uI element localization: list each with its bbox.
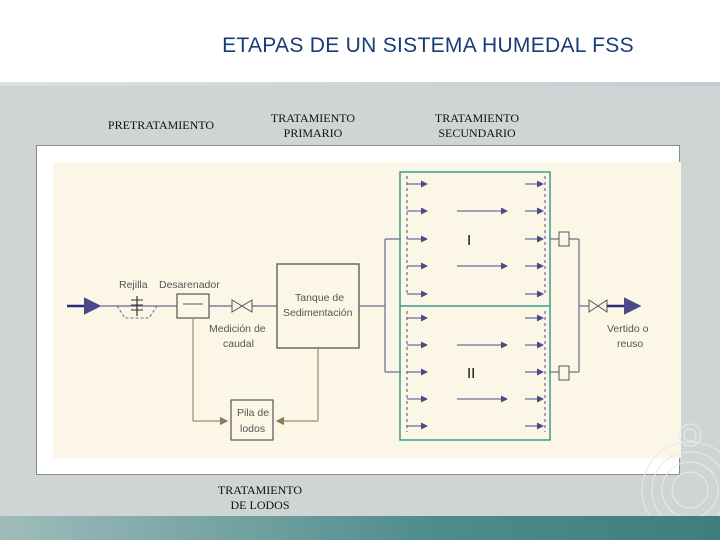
- cell-2-inflow-arrows: [406, 311, 428, 432]
- desarenador-box: [176, 293, 210, 319]
- outlet-control-2: [558, 365, 570, 381]
- stage-lodos-line2: DE LODOS: [230, 498, 290, 512]
- pila-label-line1: Pila de: [237, 407, 269, 419]
- tanque-label-line1: Tanque de: [295, 292, 344, 304]
- pila-label-line2: lodos: [240, 423, 265, 435]
- sludge-pile-box: [230, 399, 274, 441]
- cell-2-outflow-arrows: [525, 311, 546, 432]
- cell-2-label: II: [467, 365, 475, 382]
- medicion-label-line2: caudal: [223, 338, 254, 350]
- outlet-valve-icon: [588, 299, 608, 313]
- page-title: ETAPAS DE UN SISTEMA HUMEDAL FSS: [222, 34, 634, 57]
- cell-1-outflow-arrows: [525, 176, 546, 298]
- desarenador-label: Desarenador: [159, 279, 220, 291]
- cell-1-label: I: [467, 232, 471, 249]
- stage-primario: TRATAMIENTO PRIMARIO: [248, 111, 378, 141]
- stage-secundario-line2: SECUNDARIO: [438, 126, 516, 140]
- stage-secundario-line1: TRATAMIENTO: [434, 111, 520, 125]
- header: [0, 0, 720, 84]
- footer-band: [0, 516, 720, 540]
- cell-1-flow-arrows: [457, 207, 508, 270]
- tanque-label-line2: Sedimentación: [283, 307, 353, 319]
- process-diagram-svg: Rejilla Desarenador Medición de caudal T…: [67, 171, 649, 441]
- rejilla-screen-icon: [116, 296, 158, 319]
- stage-lodos-line1: TRATAMIENTO: [217, 483, 303, 497]
- stage-pretratamiento: PRETRATAMIENTO: [96, 118, 226, 133]
- sludge-lines: [192, 318, 319, 426]
- header-divider: [0, 82, 720, 86]
- process-diagram: Rejilla Desarenador Medición de caudal T…: [36, 145, 681, 475]
- sedimentation-tank: [276, 263, 360, 349]
- diagram-background: [53, 162, 681, 458]
- medicion-label-line1: Medición de: [209, 323, 266, 335]
- outlet-control-1: [558, 231, 570, 247]
- stage-primario-line1: TRATAMIENTO: [270, 111, 356, 125]
- cell-2-flow-arrows: [457, 341, 508, 403]
- vertido-label-line1: Vertido o: [607, 323, 649, 335]
- rejilla-label: Rejilla: [119, 279, 148, 291]
- flow-meter-valve-icon: [231, 299, 253, 313]
- decorative-circles: [641, 423, 720, 520]
- stage-pretratamiento-label: PRETRATAMIENTO: [107, 118, 215, 132]
- vertido-label-line2: reuso: [617, 338, 643, 350]
- cell-1-inflow-arrows: [406, 176, 428, 298]
- stage-lodos: TRATAMIENTO DE LODOS: [195, 483, 325, 513]
- stage-secundario: TRATAMIENTO SECUNDARIO: [412, 111, 542, 141]
- stage-primario-line2: PRIMARIO: [283, 126, 343, 140]
